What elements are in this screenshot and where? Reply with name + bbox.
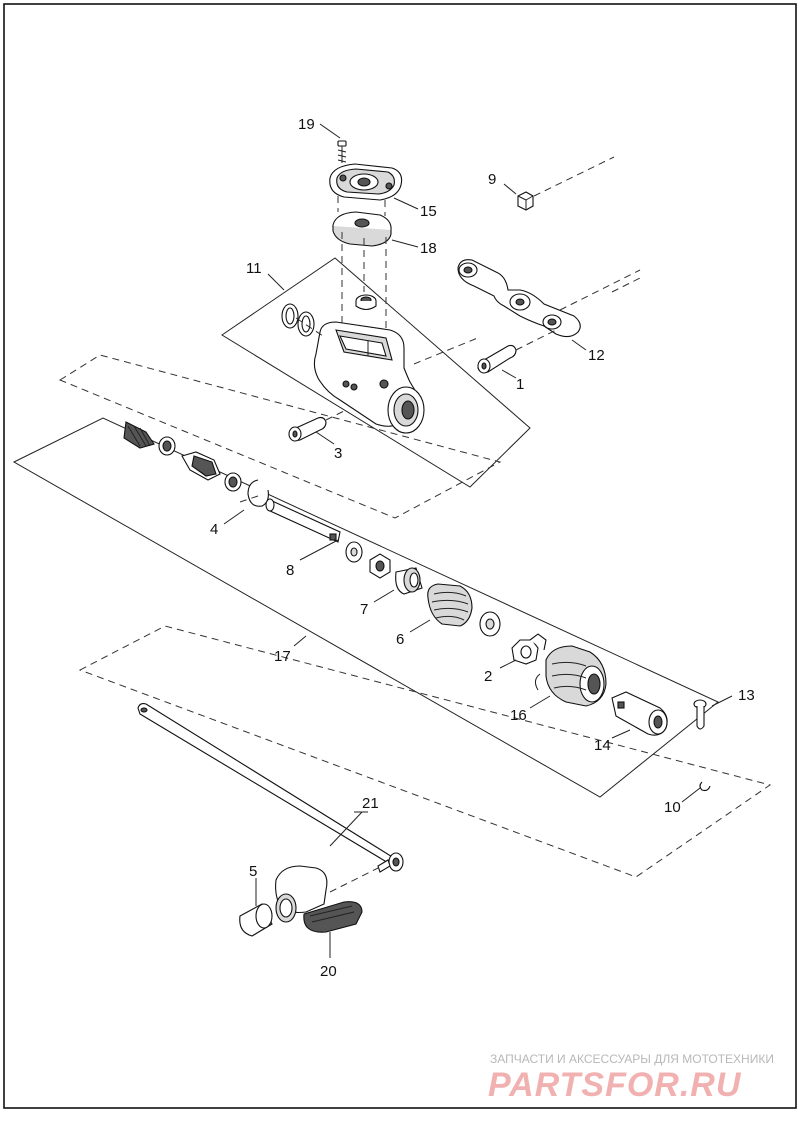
part-6-boot [427, 583, 473, 627]
callout-18: 18 [420, 240, 437, 257]
callout-20: 20 [320, 963, 337, 980]
callout-12: 12 [588, 347, 605, 364]
callout-19: 19 [298, 116, 315, 133]
callout-13: 13 [738, 687, 755, 704]
part-1-bolt [477, 344, 517, 374]
part-piston-seal [224, 472, 242, 492]
callout-1: 1 [516, 376, 524, 393]
part-boot-washer [479, 611, 501, 637]
callout-16: 16 [510, 707, 527, 724]
callout-17: 17 [274, 648, 291, 665]
part-20-pedal [275, 865, 363, 933]
part-7-bushing [395, 567, 423, 595]
part-16-dust-boot [534, 645, 607, 707]
part-pushrod-nut [369, 553, 391, 579]
watermark-tagline: ЗАПЧАСТИ И АКСЕССУАРЫ ДЛЯ МОТОТЕХНИКИ [490, 1052, 774, 1066]
part-14-clevis [611, 691, 668, 736]
callout-11: 11 [246, 260, 262, 277]
part-11-orings [281, 303, 315, 337]
callout-4: 4 [210, 521, 218, 538]
group-17-outline [12, 417, 719, 798]
callout-3: 3 [334, 445, 342, 462]
part-2-adapter [511, 633, 547, 665]
part-4-retaining-ring [247, 479, 269, 507]
part-master-cylinder-body [313, 321, 425, 434]
dashed-group-pushrod [78, 625, 772, 878]
callout-5: 5 [249, 863, 257, 880]
callout-8: 8 [286, 562, 294, 579]
part-12-bracket [457, 259, 581, 338]
part-19-screw [337, 140, 347, 163]
callout-21: 21 [362, 795, 379, 812]
callout-2: 2 [484, 668, 492, 685]
part-3-bolt [288, 416, 327, 442]
part-21-rod [137, 702, 404, 873]
part-9-screw [517, 191, 534, 211]
part-8-pushrod [265, 498, 341, 543]
part-10-clip [699, 781, 711, 792]
part-15-cover [329, 163, 403, 201]
part-5-bushing [239, 903, 273, 937]
part-reservoir-plug [355, 294, 377, 311]
callout-10: 10 [664, 799, 681, 816]
dashed-group-internals [58, 354, 502, 519]
part-valve-seat [158, 436, 176, 456]
callout-15: 15 [420, 203, 437, 220]
watermark-logo: PARTSFOR.RU [488, 1066, 742, 1104]
group-11-outline [221, 257, 531, 488]
part-valve-piston [181, 451, 221, 481]
diagram-frame [3, 3, 797, 1109]
callout-7: 7 [360, 601, 368, 618]
part-13-clevis-pin [693, 699, 707, 730]
part-18-diaphragm [332, 211, 392, 247]
part-pushrod-washer [345, 541, 363, 563]
part-valve-spring [123, 421, 155, 449]
callout-14: 14 [594, 737, 611, 754]
callout-6: 6 [396, 631, 404, 648]
callout-9: 9 [488, 171, 496, 188]
